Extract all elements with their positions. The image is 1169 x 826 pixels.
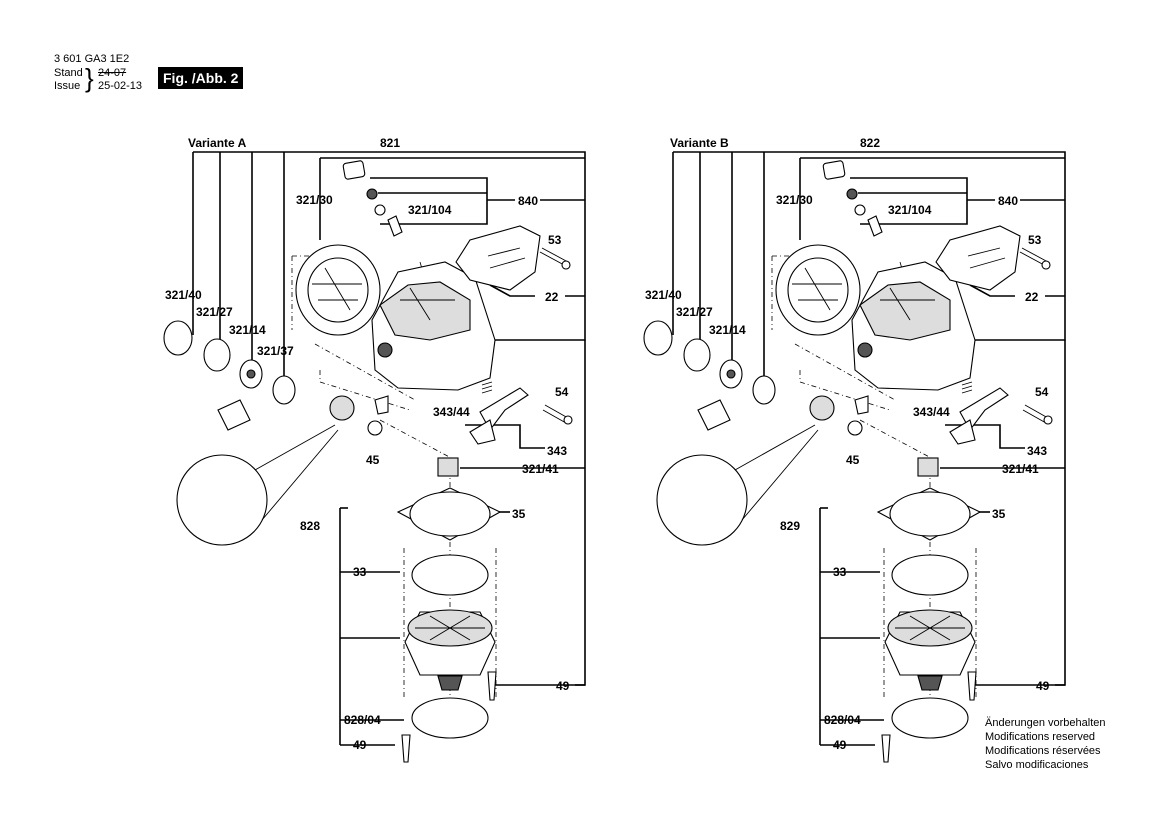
modification-notice: Änderungen vorbehalten Modifications res… [985, 716, 1105, 772]
label-b-49-bottom: 49 [833, 738, 847, 752]
label-321-41: 321/41 [522, 462, 559, 476]
label-321-27: 321/27 [196, 305, 233, 319]
label-b-22: 22 [1025, 290, 1039, 304]
label-b-828-04: 828/04 [824, 713, 861, 727]
label-b-321-104: 321/104 [888, 203, 932, 217]
notice-de: Änderungen vorbehalten [985, 717, 1106, 729]
label-840: 840 [518, 194, 538, 208]
label-321-40: 321/40 [165, 288, 202, 302]
label-54: 54 [555, 385, 569, 399]
stand-label: Stand [54, 67, 83, 79]
label-35: 35 [512, 507, 526, 521]
label-828: 828 [300, 519, 320, 533]
label-b-49: 49 [1036, 679, 1050, 693]
label-45: 45 [366, 453, 380, 467]
label-b-45: 45 [846, 453, 860, 467]
figure-badge: Fig. /Abb. 2 [158, 67, 244, 89]
variant-a-drawing: Variante A 821 321/30 840 321/104 53 321… [163, 136, 586, 763]
label-b-54: 54 [1035, 385, 1049, 399]
label-53: 53 [548, 233, 562, 247]
notice-es: Salvo modificaciones [985, 759, 1089, 771]
label-49-bottom: 49 [353, 738, 367, 752]
variant-b-drawing: Variante B 822 321/30 840 321/104 53 321… [643, 136, 1066, 763]
label-b-35: 35 [992, 507, 1006, 521]
label-33: 33 [353, 565, 367, 579]
notice-en: Modifications reserved [985, 731, 1096, 743]
label-b-53: 53 [1028, 233, 1042, 247]
label-b-343-44: 343/44 [913, 405, 950, 419]
label-343: 343 [547, 444, 567, 458]
label-b-321-14: 321/14 [709, 323, 746, 337]
label-321-30: 321/30 [296, 193, 333, 207]
label-321-14: 321/14 [229, 323, 266, 337]
doc-number: 3 601 GA3 1E2 [54, 53, 130, 65]
variant-a-assembly: 821 [380, 136, 400, 150]
label-b-321-40: 321/40 [645, 288, 682, 302]
label-321-37: 321/37 [257, 344, 294, 358]
label-b-321-27: 321/27 [676, 305, 713, 319]
notice-fr: Modifications réservées [985, 745, 1101, 757]
label-343-44: 343/44 [433, 405, 470, 419]
label-22: 22 [545, 290, 559, 304]
brace-icon: } [85, 63, 94, 93]
variant-a-title: Variante A [188, 136, 247, 150]
issue-label: Issue [54, 80, 81, 92]
label-828-04: 828/04 [344, 713, 381, 727]
label-b-343: 343 [1027, 444, 1047, 458]
variant-b-assembly: 822 [860, 136, 880, 150]
label-b-33: 33 [833, 565, 847, 579]
variant-b-title: Variante B [670, 136, 729, 150]
issue-date: 25-02-13 [98, 80, 143, 92]
label-b-321-41: 321/41 [1002, 462, 1039, 476]
old-date: 24-07 [98, 67, 127, 79]
label-49: 49 [556, 679, 570, 693]
label-b-829: 829 [780, 519, 800, 533]
label-321-104: 321/104 [408, 203, 452, 217]
label-b-321-30: 321/30 [776, 193, 813, 207]
label-b-840: 840 [998, 194, 1018, 208]
